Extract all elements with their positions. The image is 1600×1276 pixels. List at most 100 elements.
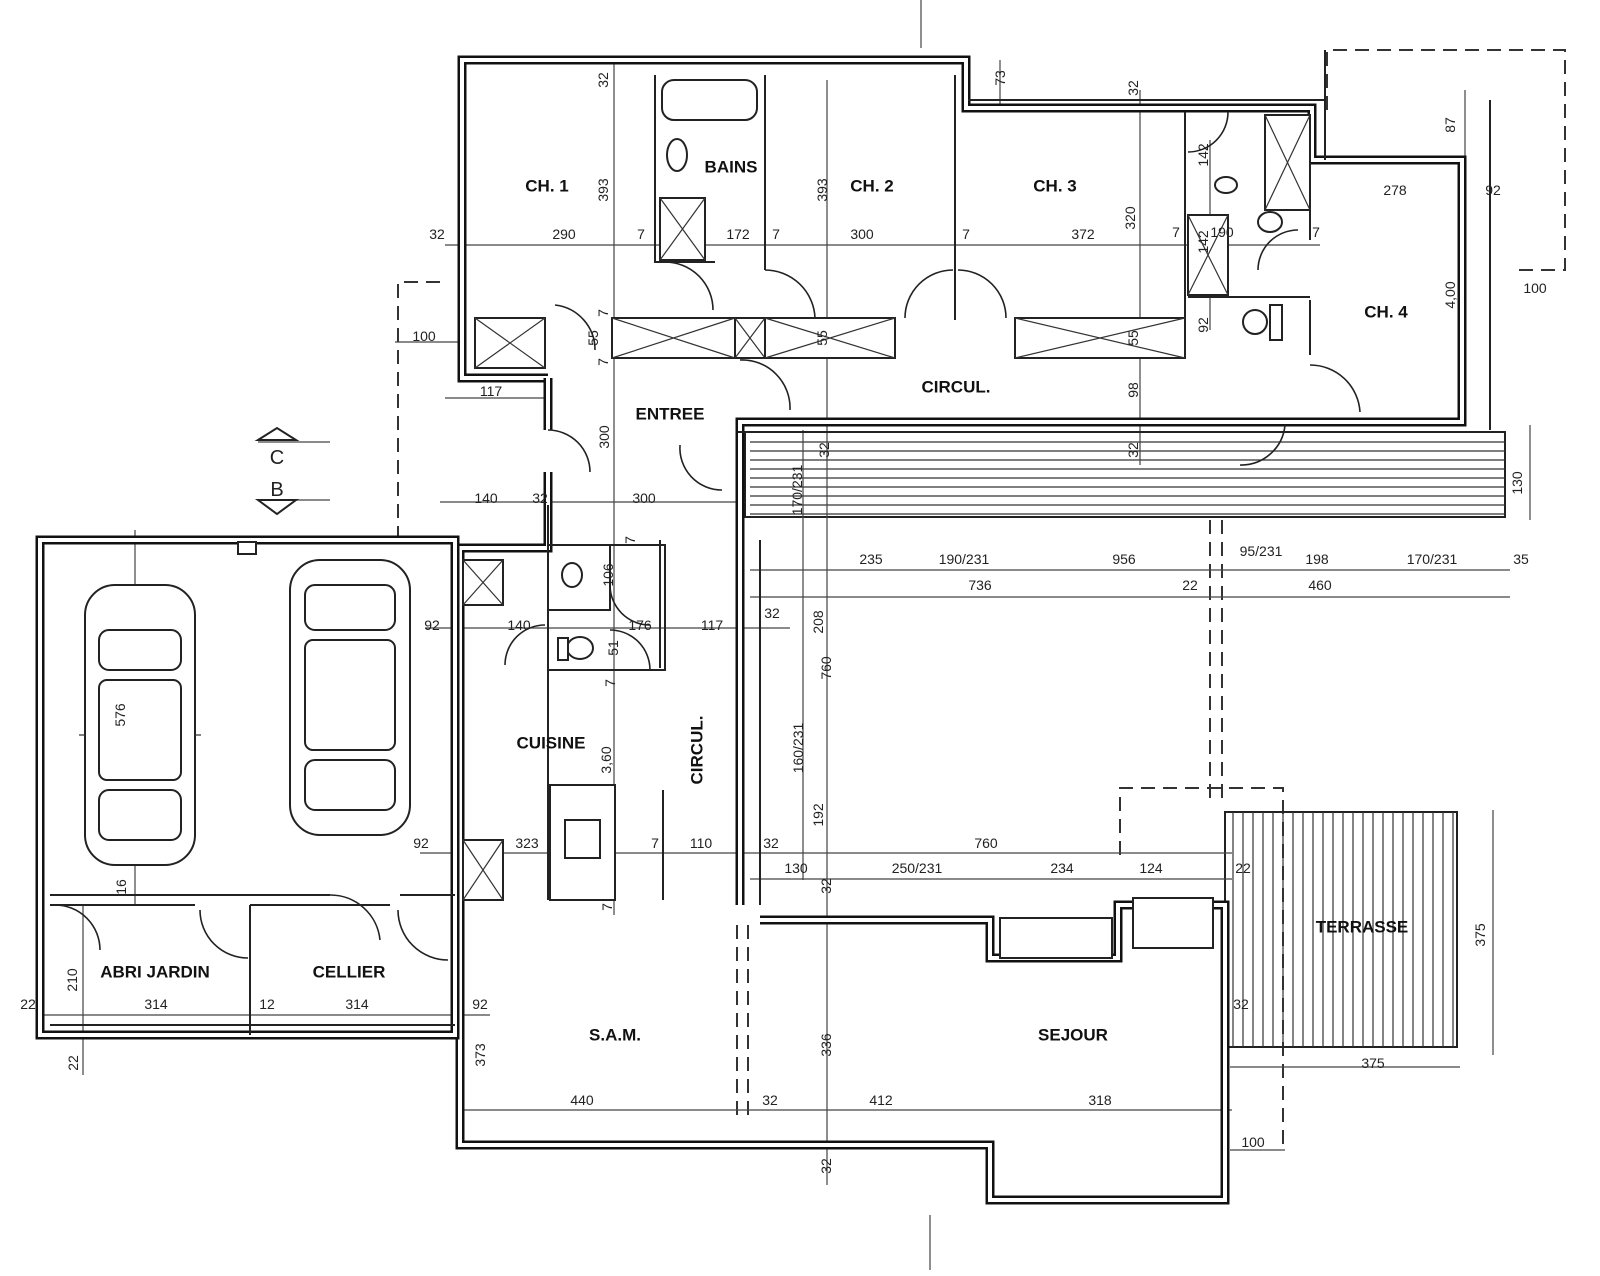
dimension-label: 160/231 [790, 722, 806, 773]
room-entree: ENTREE [636, 405, 705, 424]
dimension-label: 460 [1308, 577, 1332, 593]
car-icon [79, 584, 201, 866]
dimension-label: 100 [1241, 1134, 1265, 1150]
dimension-label: 956 [1112, 551, 1136, 567]
room-ch2: CH. 2 [850, 177, 893, 196]
dimension-label: 140 [474, 490, 498, 506]
dimension-label: 760 [974, 835, 998, 851]
dimension-label: 440 [570, 1092, 594, 1108]
dimension-label: 32 [816, 442, 832, 458]
dimension-label: 32 [532, 490, 548, 506]
dimension-label: 142 [1195, 143, 1211, 167]
room-labels: CH. 1 BAINS CH. 2 CH. 3 CH. 4 ENTREE CIR… [100, 158, 1408, 1045]
dimension-label: 320 [1122, 206, 1138, 230]
dimension-label: 375 [1361, 1055, 1385, 1071]
dimension-label: 4,00 [1442, 281, 1458, 308]
dimension-label: 278 [1383, 182, 1407, 198]
dimension-label: 7 [962, 226, 970, 242]
fireplace-icon [1132, 897, 1214, 949]
dimension-label: 32 [1125, 80, 1141, 96]
dimension-label: 130 [784, 860, 808, 876]
dimension-label: 95/231 [1240, 543, 1283, 559]
dimension-label: 7 [602, 679, 618, 687]
terrace-boards [1224, 811, 1458, 1048]
dimension-label: 190 [1210, 224, 1234, 240]
room-ch4: CH. 4 [1364, 303, 1408, 322]
dimension-label: 100 [1523, 280, 1547, 296]
dimension-label: 51 [605, 640, 621, 656]
dimension-label: 92 [424, 617, 440, 633]
dimension-label: 32 [764, 605, 780, 621]
dimension-label: 235 [859, 551, 883, 567]
dimension-label: 117 [701, 617, 724, 633]
toilet-icon [566, 636, 594, 660]
dimension-label: 32 [762, 1092, 778, 1108]
dimension-label: 760 [818, 656, 834, 680]
dimension-label: 323 [515, 835, 539, 851]
dimension-label: 7 [595, 358, 611, 366]
bathtub-icon [661, 79, 758, 121]
dimension-label: 16 [113, 879, 129, 895]
garage-light-icon [237, 541, 257, 555]
dimension-label: 210 [64, 968, 80, 992]
dimension-label: 12 [259, 996, 275, 1012]
dimension-lines [40, 0, 1531, 1270]
dimension-label: 55 [585, 330, 601, 346]
dimension-label: 73 [992, 70, 1008, 86]
dimension-label: 32 [1233, 996, 1249, 1012]
dimension-label: 130 [1509, 471, 1525, 495]
dimension-label: 22 [1235, 860, 1251, 876]
walls [35, 50, 1505, 1205]
dimension-label: 290 [552, 226, 576, 242]
room-terrasse: TERRASSE [1316, 918, 1409, 937]
dimension-label: 192 [810, 803, 826, 827]
section-marker-b: B [270, 479, 283, 501]
dimension-label: 87 [1442, 117, 1458, 133]
dimension-label: 110 [690, 835, 713, 851]
dimension-label: 300 [632, 490, 656, 506]
dimension-label: 7 [622, 536, 638, 544]
dimension-label: 736 [968, 577, 992, 593]
toilet-icon [1242, 309, 1268, 335]
room-sejour: SEJOUR [1038, 1026, 1108, 1045]
dimension-label: 190/231 [939, 551, 990, 567]
dimension-label: 22 [65, 1055, 81, 1071]
dimension-label: 300 [850, 226, 874, 242]
dimension-label: 176 [628, 617, 652, 633]
dimension-label: 55 [1125, 330, 1141, 346]
room-circulation-north: CIRCUL. [922, 378, 991, 397]
dimension-label: 22 [1182, 577, 1198, 593]
dimension-label: 375 [1472, 923, 1488, 947]
room-cellier: CELLIER [313, 963, 386, 982]
room-ch3: CH. 3 [1033, 177, 1076, 196]
dimension-label: 55 [814, 330, 830, 346]
dimension-label: 198 [1305, 551, 1329, 567]
dimension-label: 170/231 [1407, 551, 1458, 567]
room-cuisine: CUISINE [517, 734, 586, 753]
room-abri-jardin: ABRI JARDIN [100, 963, 210, 982]
sink-icon [561, 562, 583, 588]
dimension-label: 300 [596, 425, 612, 449]
dimension-label: 7 [599, 903, 615, 911]
dimension-label: 250/231 [892, 860, 943, 876]
dimension-label: 100 [412, 328, 436, 344]
dimension-label: 32 [763, 835, 779, 851]
dimension-label: 92 [1485, 182, 1501, 198]
sink-icon [1257, 211, 1283, 233]
dimension-label: 98 [1125, 382, 1141, 398]
room-circulation-center: CIRCUL. [688, 716, 707, 785]
dimension-label: 336 [818, 1033, 834, 1057]
fireplace-icon [999, 917, 1113, 959]
dimension-label: 412 [869, 1092, 893, 1108]
dimension-label: 172 [726, 226, 750, 242]
dimension-label: 372 [1071, 226, 1095, 242]
dimension-label: 314 [345, 996, 369, 1012]
dimension-label: 117 [480, 383, 503, 399]
dimension-label: 7 [637, 226, 645, 242]
dimension-label: 22 [20, 996, 36, 1012]
dimension-label: 576 [112, 703, 128, 727]
closets [462, 114, 1311, 901]
dimension-label: 7 [651, 835, 659, 851]
dimension-label: 140 [507, 617, 531, 633]
